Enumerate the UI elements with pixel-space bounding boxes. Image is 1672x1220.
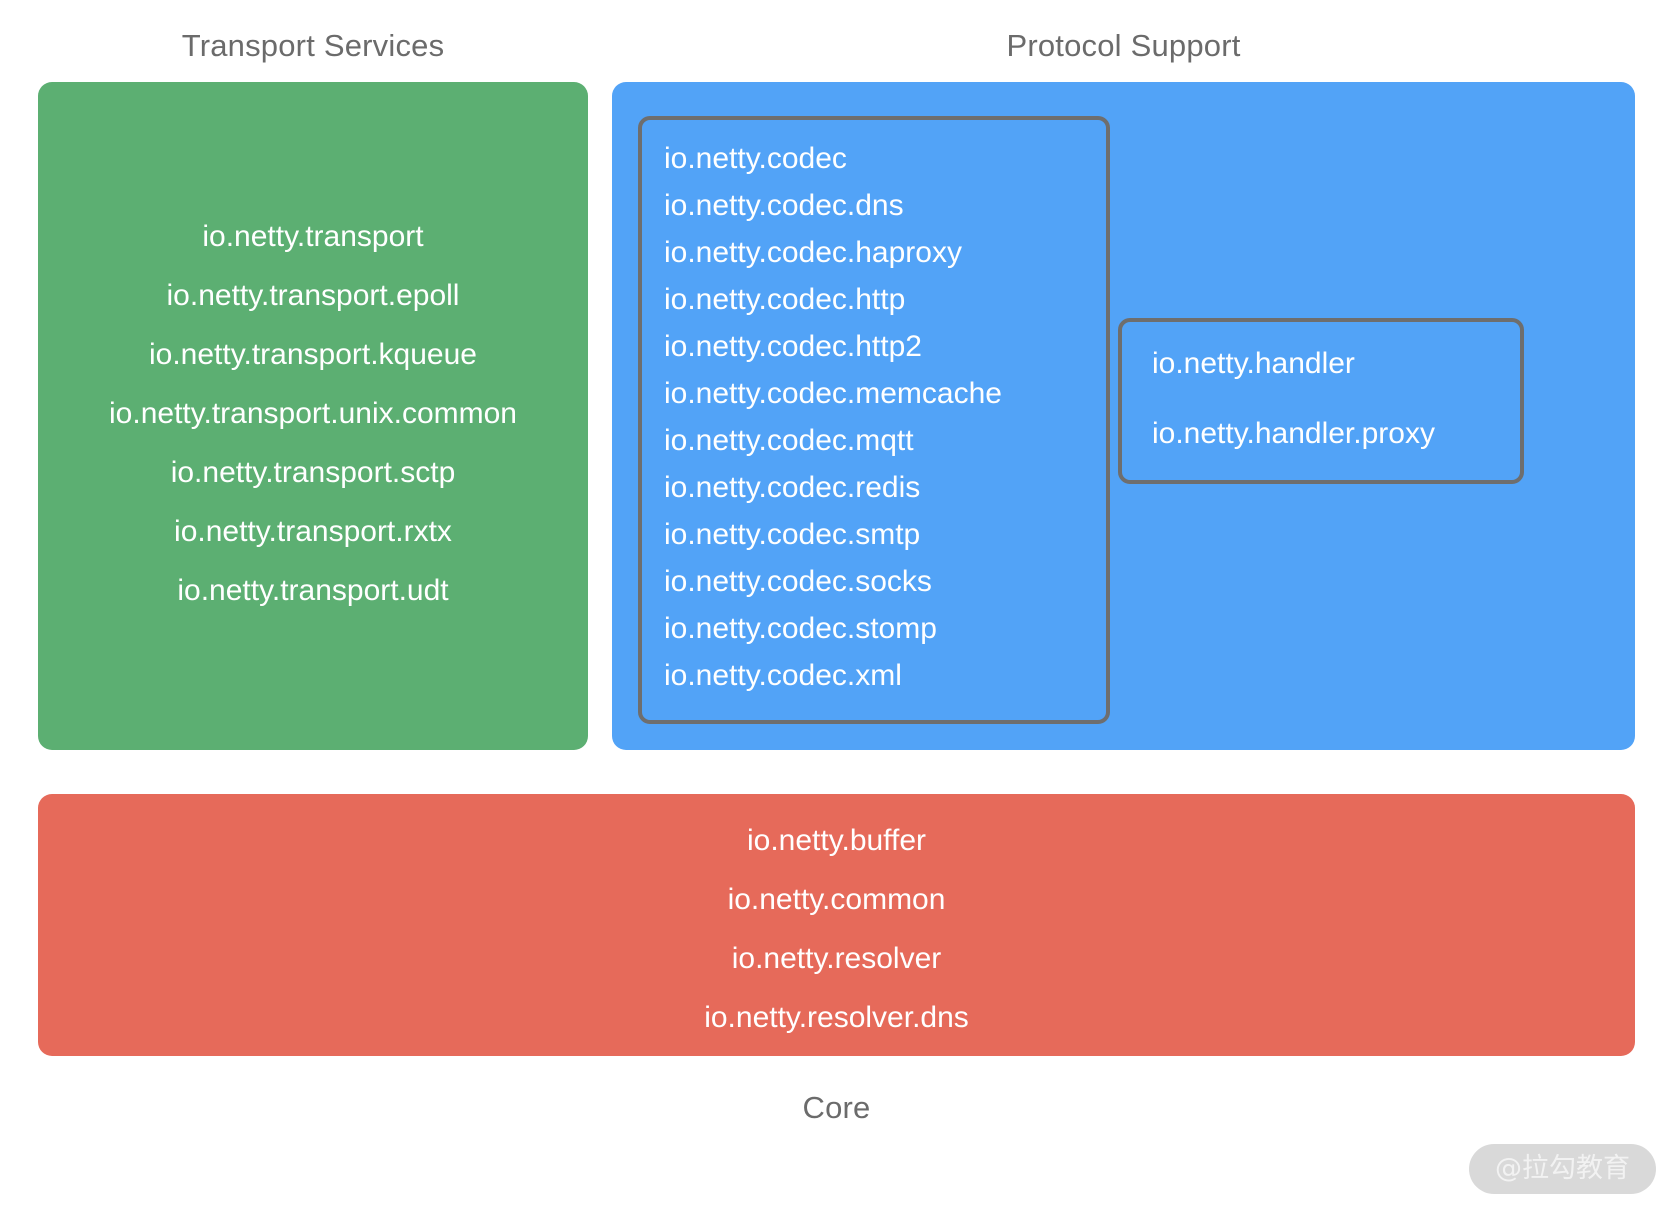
list-item: io.netty.codec.dns <box>664 189 904 222</box>
list-item: io.netty.handler <box>1152 347 1355 380</box>
list-item: io.netty.codec.memcache <box>664 377 1002 410</box>
list-item: io.netty.codec <box>664 142 847 175</box>
list-item: io.netty.codec.socks <box>664 565 932 598</box>
transport-package-list: io.netty.transport io.netty.transport.ep… <box>38 222 588 606</box>
codec-group-box: io.netty.codec io.netty.codec.dns io.net… <box>638 116 1110 724</box>
list-item: io.netty.transport.unix.common <box>109 397 517 430</box>
list-item: io.netty.buffer <box>746 824 926 857</box>
list-item: io.netty.transport.sctp <box>170 456 456 489</box>
core-heading: Core <box>802 1090 871 1125</box>
protocol-support-panel: io.netty.codec io.netty.codec.dns io.net… <box>612 82 1635 750</box>
core-package-list: io.netty.buffer io.netty.common io.netty… <box>38 826 1635 1033</box>
list-item: io.netty.transport <box>202 220 424 253</box>
list-item: io.netty.codec.smtp <box>664 518 921 551</box>
handler-package-list: io.netty.handler io.netty.handler.proxy <box>1152 349 1435 449</box>
protocol-support-heading: Protocol Support <box>1006 28 1241 63</box>
transport-services-heading: Transport Services <box>181 28 445 63</box>
watermark-badge: @拉勾教育 <box>1469 1143 1656 1194</box>
codec-package-list: io.netty.codec io.netty.codec.dns io.net… <box>664 144 1002 691</box>
list-item: io.netty.codec.stomp <box>664 612 937 645</box>
list-item: io.netty.codec.haproxy <box>664 236 962 269</box>
list-item: io.netty.handler.proxy <box>1152 417 1435 450</box>
handler-group-box: io.netty.handler io.netty.handler.proxy <box>1118 318 1524 484</box>
list-item: io.netty.resolver <box>731 942 942 975</box>
core-panel: io.netty.buffer io.netty.common io.netty… <box>38 794 1635 1056</box>
list-item: io.netty.transport.udt <box>177 574 449 607</box>
list-item: io.netty.resolver.dns <box>704 1001 969 1034</box>
list-item: io.netty.codec.mqtt <box>664 424 914 457</box>
list-item: io.netty.transport.epoll <box>166 279 460 312</box>
list-item: io.netty.codec.xml <box>664 659 902 692</box>
list-item: io.netty.transport.kqueue <box>149 338 477 371</box>
transport-services-panel: io.netty.transport io.netty.transport.ep… <box>38 82 588 750</box>
list-item: io.netty.transport.rxtx <box>174 515 452 548</box>
list-item: io.netty.common <box>727 883 946 916</box>
list-item: io.netty.codec.redis <box>664 471 921 504</box>
list-item: io.netty.codec.http <box>664 283 906 316</box>
list-item: io.netty.codec.http2 <box>664 330 922 363</box>
